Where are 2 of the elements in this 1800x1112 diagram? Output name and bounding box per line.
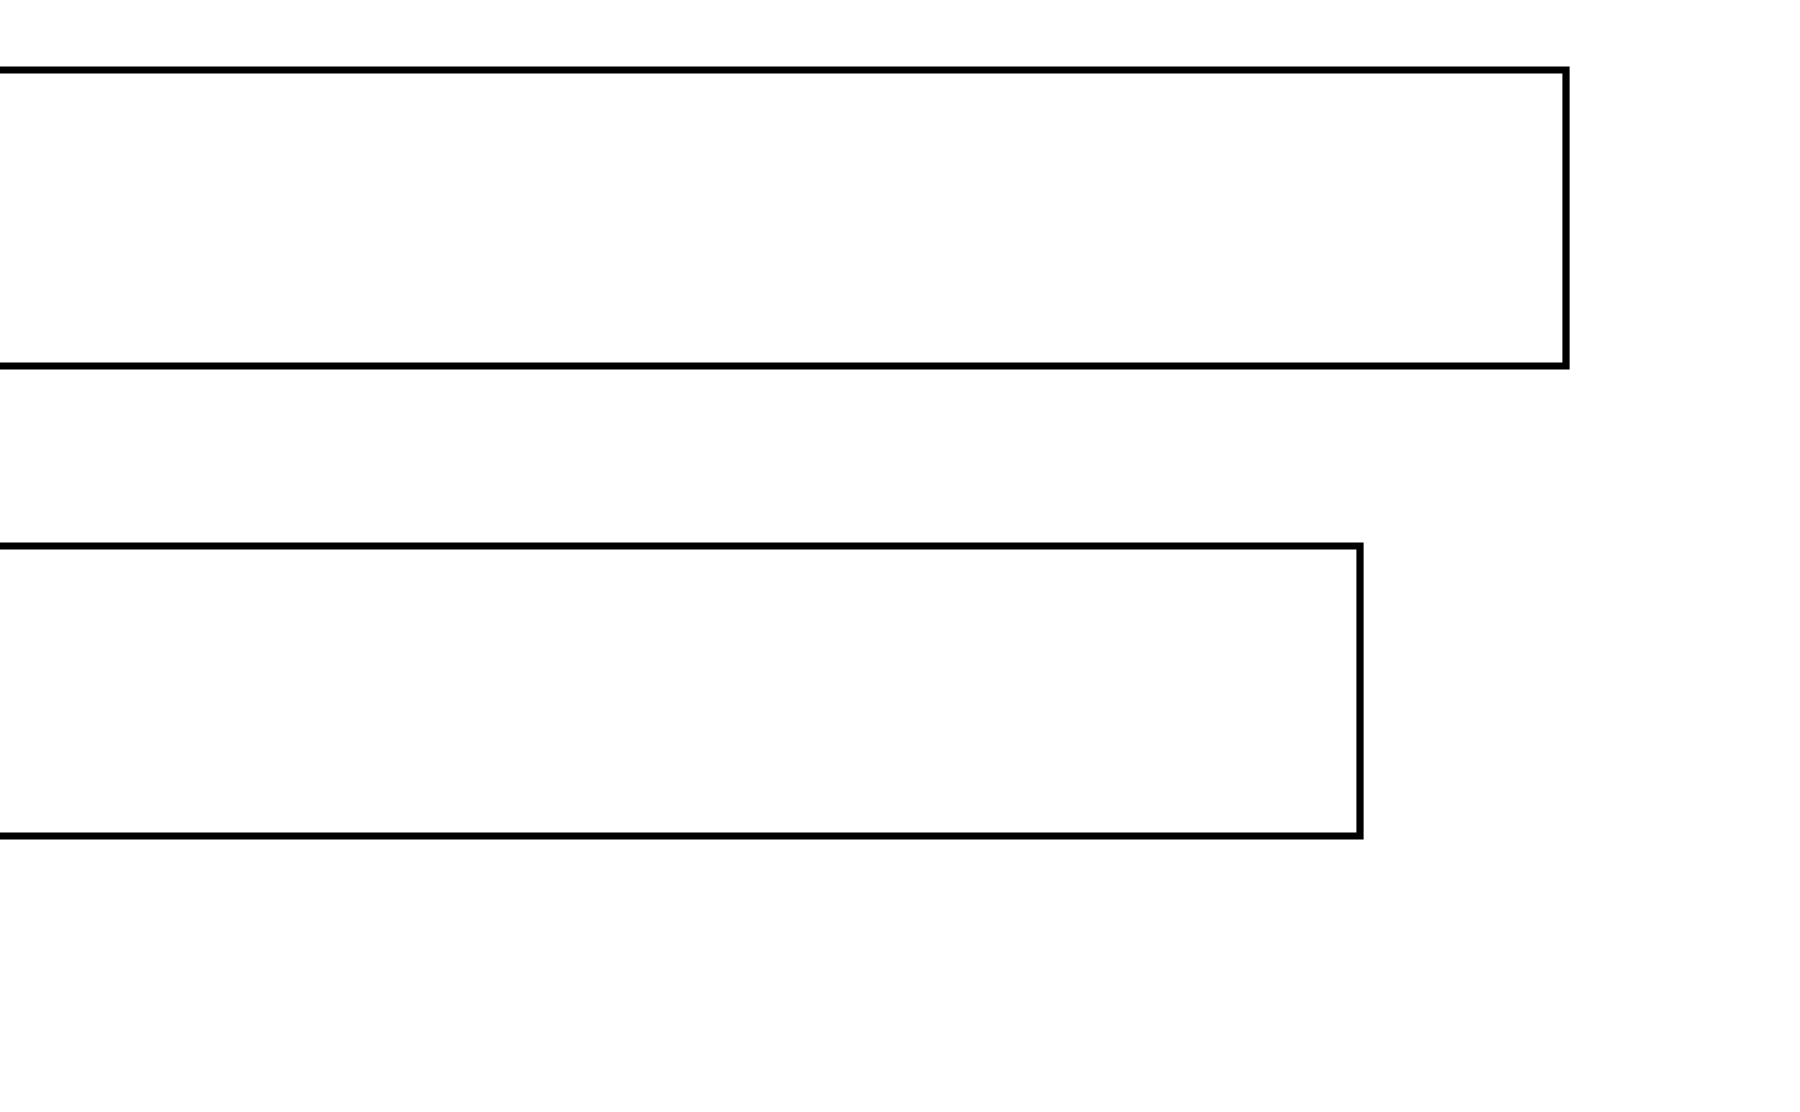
panel-frame (0, 542, 1364, 840)
panel-frame (0, 66, 1570, 370)
